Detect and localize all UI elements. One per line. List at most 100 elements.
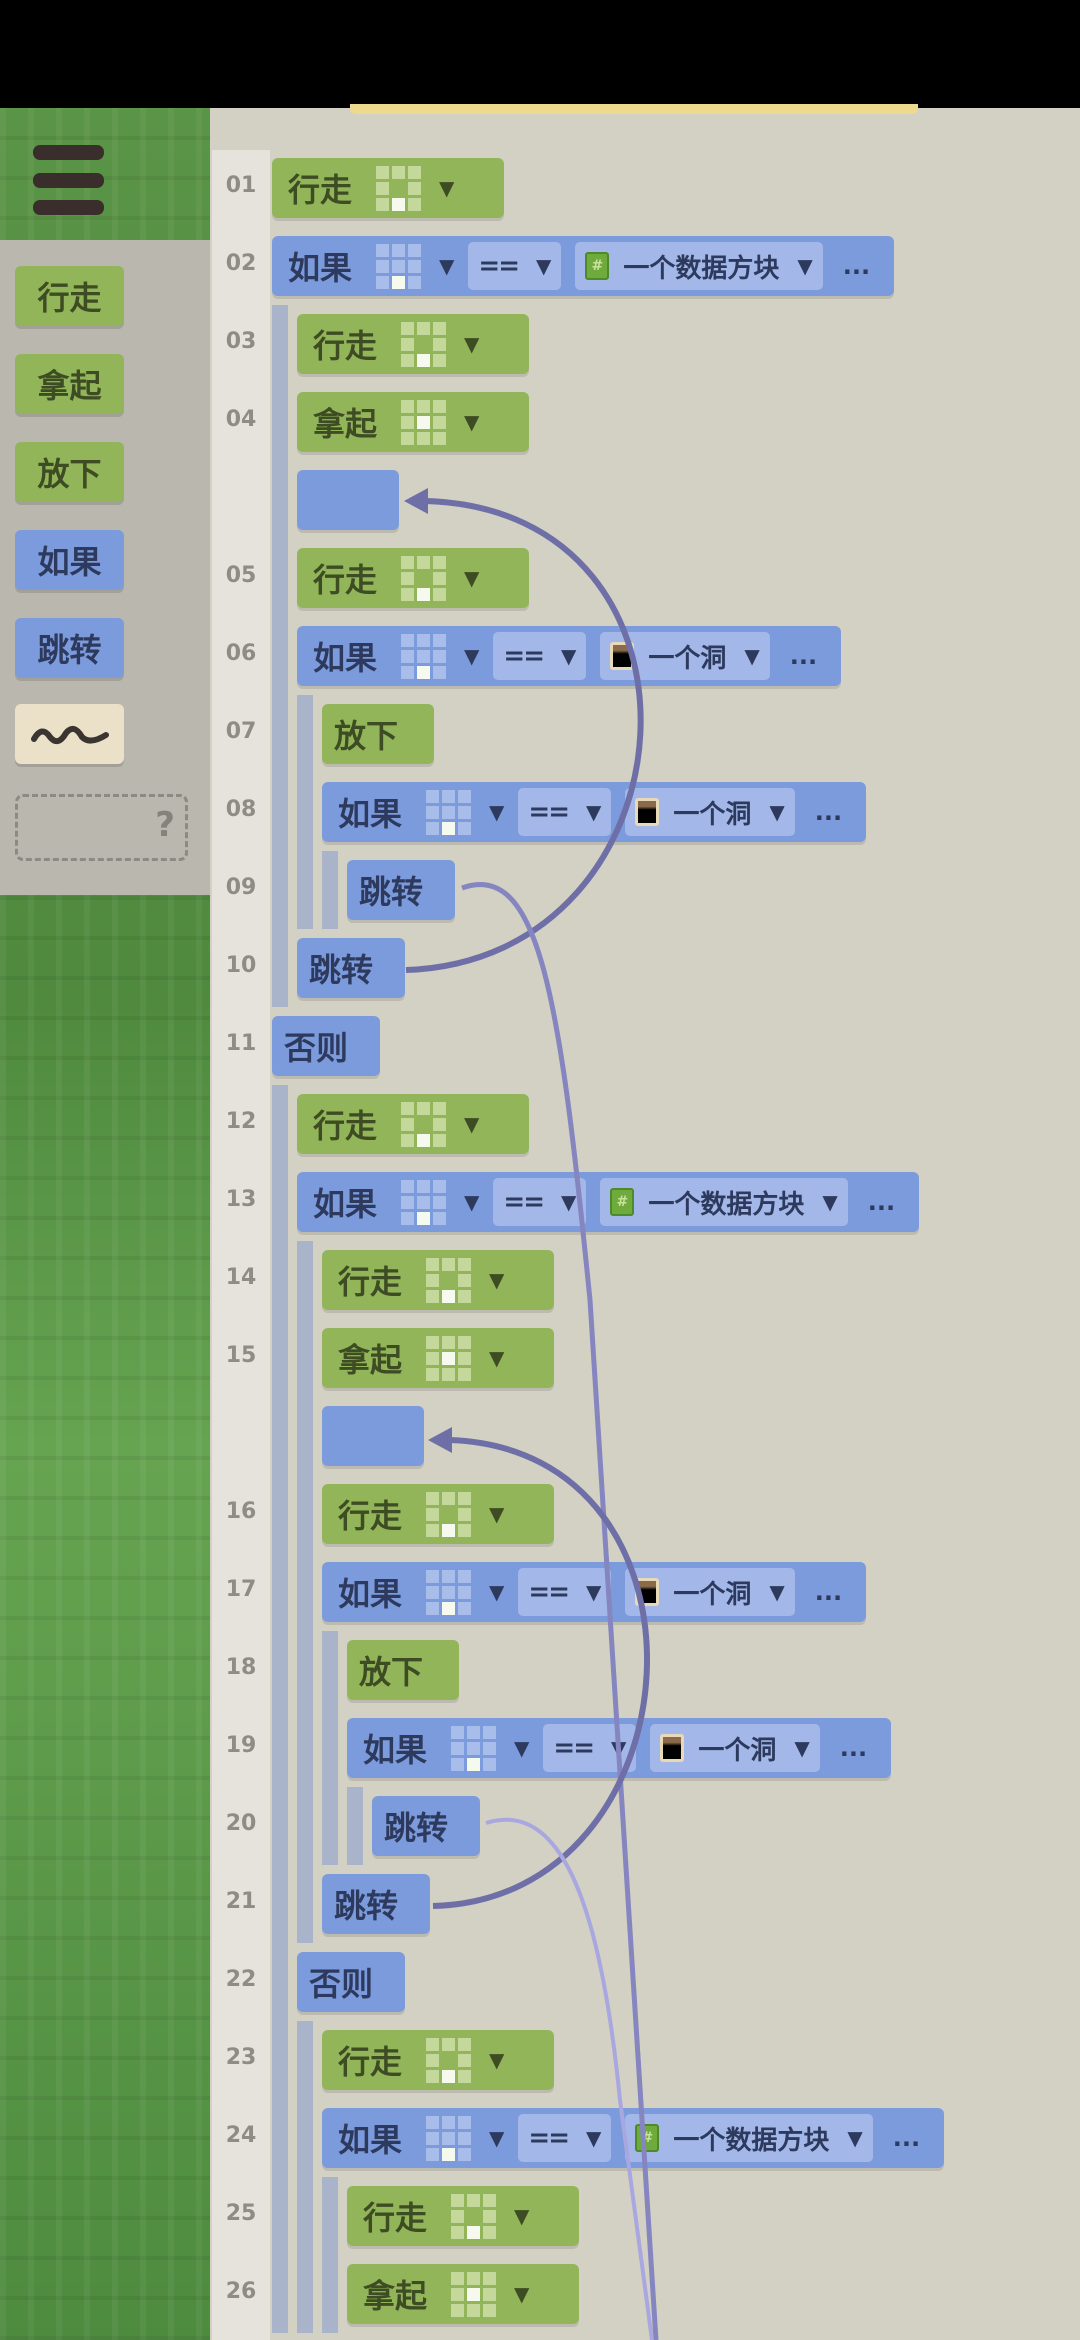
menu-button[interactable] (20, 130, 120, 220)
command-jump[interactable]: 跳转 (322, 1874, 430, 1934)
nesting-bar (272, 1241, 288, 1319)
command-pick[interactable]: 拿起▼ (297, 392, 529, 452)
chevron-down-icon[interactable]: ▼ (489, 1502, 505, 1526)
target-dropdown[interactable]: #一个数据方块▼ (625, 2114, 873, 2162)
command-walk[interactable]: 行走▼ (297, 1094, 529, 1154)
target-dropdown[interactable]: #一个数据方块▼ (600, 1178, 848, 1226)
direction-selector[interactable] (401, 399, 447, 445)
command-walk[interactable]: 行走▼ (322, 2030, 554, 2090)
command-if[interactable]: 如果▼==▼一个洞▼... (347, 1718, 892, 1778)
direction-selector[interactable] (376, 165, 422, 211)
more-options-button[interactable]: ... (839, 1734, 868, 1762)
command-if[interactable]: 如果▼==▼一个洞▼... (322, 1562, 867, 1622)
chevron-down-icon: ▼ (769, 1580, 785, 1604)
command-else[interactable]: 否则 (297, 1952, 405, 2012)
floor-preview-tab[interactable] (350, 104, 918, 114)
direction-selector[interactable] (451, 1725, 497, 1771)
command-jump[interactable]: 跳转 (347, 860, 455, 920)
more-options-button[interactable]: ... (867, 1188, 896, 1216)
line-number: 15 (225, 1343, 257, 1368)
command-walk[interactable]: 行走▼ (297, 314, 529, 374)
chevron-down-icon[interactable]: ▼ (514, 2204, 530, 2228)
operator-dropdown[interactable]: ==▼ (468, 242, 562, 290)
operator-dropdown[interactable]: ==▼ (518, 1568, 612, 1616)
direction-selector[interactable] (451, 2271, 497, 2317)
direction-selector[interactable] (426, 2115, 472, 2161)
command-if[interactable]: 如果▼==▼#一个数据方块▼... (272, 236, 895, 296)
direction-selector[interactable] (401, 321, 447, 367)
command-else[interactable]: 否则 (272, 1016, 380, 1076)
chevron-down-icon[interactable]: ▼ (514, 1736, 530, 1760)
command-walk[interactable]: 行走▼ (272, 158, 504, 218)
direction-selector[interactable] (426, 1491, 472, 1537)
more-options-button[interactable]: ... (842, 252, 871, 280)
more-options-button[interactable]: ... (789, 642, 818, 670)
chevron-down-icon[interactable]: ▼ (489, 1580, 505, 1604)
chevron-down-icon[interactable]: ▼ (464, 566, 480, 590)
command-walk[interactable]: 行走▼ (297, 548, 529, 608)
operator-dropdown[interactable]: ==▼ (493, 1178, 587, 1226)
command-pick[interactable]: 拿起▼ (322, 1328, 554, 1388)
target-dropdown[interactable]: 一个洞▼ (625, 1568, 795, 1616)
command-walk[interactable]: 行走 ▼ (347, 2186, 579, 2246)
command-if[interactable]: 如果▼==▼#一个数据方块▼... (297, 1172, 920, 1232)
command-walk[interactable]: 行走▼ (322, 1484, 554, 1544)
command-jump[interactable]: 跳转 (297, 938, 405, 998)
palette-item[interactable]: 跳转 (15, 618, 124, 678)
palette-comment[interactable] (15, 704, 124, 764)
command-drop[interactable]: 放下 (322, 704, 434, 764)
chevron-down-icon[interactable]: ▼ (489, 1268, 505, 1292)
chevron-down-icon[interactable]: ▼ (464, 332, 480, 356)
command-label: 行走 (363, 2199, 428, 2237)
chevron-down-icon[interactable]: ▼ (464, 1190, 480, 1214)
command-if[interactable]: 如果▼==▼一个洞▼... (297, 626, 842, 686)
command-jump[interactable]: 跳转 (372, 1796, 480, 1856)
direction-selector[interactable] (401, 555, 447, 601)
direction-selector[interactable] (401, 633, 447, 679)
target-dropdown[interactable]: #一个数据方块▼ (575, 242, 823, 290)
operator-dropdown[interactable]: ==▼ (543, 1724, 637, 1772)
target-dropdown[interactable]: 一个洞▼ (650, 1724, 820, 1772)
operator-dropdown[interactable]: ==▼ (493, 632, 587, 680)
command-anchor[interactable] (322, 1406, 424, 1466)
chevron-down-icon[interactable]: ▼ (464, 410, 480, 434)
chevron-down-icon[interactable]: ▼ (489, 2048, 505, 2072)
direction-selector[interactable] (426, 1569, 472, 1615)
chevron-down-icon[interactable]: ▼ (464, 1112, 480, 1136)
nesting-bar (297, 1475, 313, 1553)
command-walk[interactable]: 行走▼ (322, 1250, 554, 1310)
more-options-button[interactable]: ... (814, 798, 843, 826)
palette-item[interactable]: 拿起 (15, 354, 124, 414)
command-if[interactable]: 如果▼==▼一个洞▼... (322, 782, 867, 842)
palette-item[interactable]: 如果 (15, 530, 124, 590)
more-options-button[interactable]: ... (892, 2124, 921, 2152)
direction-selector[interactable] (426, 2037, 472, 2083)
command-pick[interactable]: 拿起▼ (347, 2264, 579, 2324)
line-number: 12 (225, 1109, 257, 1134)
operator-dropdown[interactable]: ==▼ (518, 2114, 612, 2162)
direction-selector[interactable] (401, 1101, 447, 1147)
command-if[interactable]: 如果▼==▼#一个数据方块▼... (322, 2108, 945, 2168)
direction-selector[interactable] (426, 789, 472, 835)
chevron-down-icon[interactable]: ▼ (464, 644, 480, 668)
direction-selector[interactable] (401, 1179, 447, 1225)
target-dropdown[interactable]: 一个洞▼ (625, 788, 795, 836)
direction-selector[interactable] (426, 1257, 472, 1303)
chevron-down-icon[interactable]: ▼ (514, 2282, 530, 2306)
command-anchor[interactable] (297, 470, 399, 530)
chevron-down-icon[interactable]: ▼ (489, 800, 505, 824)
chevron-down-icon[interactable]: ▼ (439, 254, 455, 278)
target-dropdown[interactable]: 一个洞▼ (600, 632, 770, 680)
command-drop[interactable]: 放下 (347, 1640, 459, 1700)
chevron-down-icon[interactable]: ▼ (439, 176, 455, 200)
more-options-button[interactable]: ... (814, 1578, 843, 1606)
direction-selector[interactable] (426, 1335, 472, 1381)
chevron-down-icon[interactable]: ▼ (489, 2126, 505, 2150)
chevron-down-icon[interactable]: ▼ (489, 1346, 505, 1370)
palette-item[interactable]: 行走 (15, 266, 124, 326)
palette-item[interactable]: 放下 (15, 442, 124, 502)
direction-selector[interactable] (376, 243, 422, 289)
direction-selector[interactable] (451, 2193, 497, 2239)
palette-unknown-slot[interactable]: ? (15, 794, 188, 861)
operator-dropdown[interactable]: ==▼ (518, 788, 612, 836)
